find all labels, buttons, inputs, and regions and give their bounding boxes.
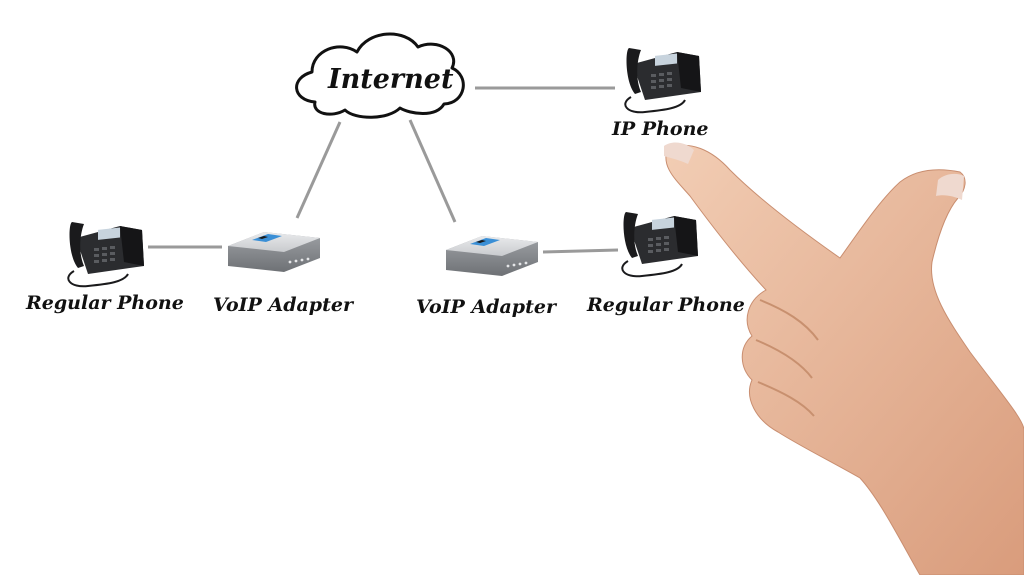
voip-adapter-left-icon [228, 232, 320, 272]
voip-adapter-right-label: VoIP Adapter [416, 296, 556, 318]
internet-label: Internet [328, 64, 454, 95]
regular-phone-left-icon [67, 222, 144, 288]
link-adapter-phone-right [542, 248, 619, 254]
voip-adapter-right-icon [446, 236, 538, 276]
voip-adapter-left-label: VoIP Adapter [213, 294, 353, 316]
ip-phone-label: IP Phone [612, 118, 709, 140]
pointing-hand-image [664, 142, 1024, 576]
regular-phone-left-label: Regular Phone [26, 292, 184, 314]
internet-cloud [295, 32, 465, 119]
regular-phone-right-icon [621, 212, 698, 278]
link-internet-adapter-right [408, 119, 457, 223]
ip-phone-icon [624, 48, 701, 114]
regular-phone-right-label: Regular Phone [587, 294, 745, 316]
link-internet-adapter-left [295, 121, 342, 219]
